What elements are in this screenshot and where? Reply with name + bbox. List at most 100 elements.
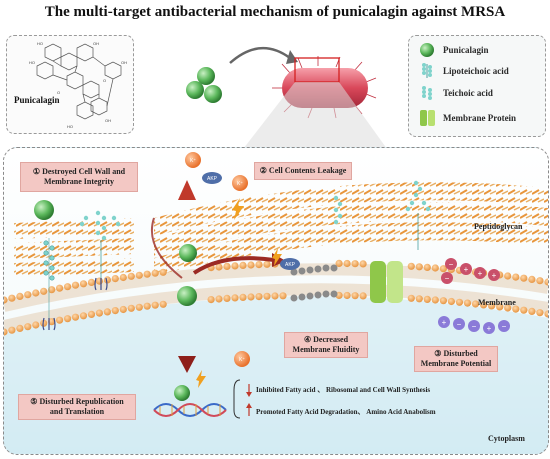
lipid-head [407, 262, 415, 270]
lipid-head [431, 296, 439, 304]
svg-text:−: − [449, 260, 454, 269]
up-arrow-icon [246, 403, 252, 416]
lipid-head [351, 260, 359, 268]
lipid-head [135, 303, 143, 311]
potassium-ion-icon [185, 152, 201, 168]
punicalagin-sphere-icon [197, 67, 215, 85]
lipid-head [423, 295, 431, 303]
lipid-head [71, 313, 80, 321]
lipid-head [4, 328, 8, 336]
lipid-head [71, 281, 80, 289]
lipid-head [32, 321, 40, 329]
potassium-ion-icon [232, 175, 248, 191]
lipid-head [536, 277, 544, 285]
green-sphere-icon [420, 43, 434, 57]
dna-helix-icon [153, 403, 227, 417]
lipid-head [271, 292, 279, 300]
lipid-head [159, 300, 167, 308]
lipid-head [48, 318, 56, 326]
ion-label: K⁺ [239, 357, 245, 363]
lipid-head [439, 297, 447, 305]
svg-text:OH: OH [93, 41, 99, 46]
svg-text:+: + [464, 265, 469, 274]
teichoic-acid-icon [422, 86, 432, 100]
membrane-label: Membrane [478, 298, 516, 307]
lipid-head [215, 263, 223, 271]
promoted-effect: Promoted Fatty Acid Degradation、 Amino A… [256, 408, 436, 416]
svg-text:−: − [472, 322, 477, 331]
lipid-head [48, 286, 56, 294]
svg-text:O: O [57, 90, 60, 95]
lipid-head [343, 291, 351, 300]
lipid-head [431, 264, 439, 272]
lipid-head [223, 294, 231, 302]
lipid-head [8, 294, 16, 302]
lipid-head [351, 292, 359, 300]
lipid-head [151, 301, 159, 309]
svg-text:OH: OH [121, 60, 127, 65]
mechanism-2-line1: ② Cell Contents Leakage [259, 166, 347, 175]
lipid-head [119, 273, 127, 282]
lipid-head [247, 293, 255, 301]
punicalagin-sphere-icon [177, 286, 197, 306]
lightning-icon [196, 198, 282, 388]
lipid-head [151, 269, 159, 277]
lipid-head [103, 308, 111, 316]
lipid-head [359, 260, 367, 268]
svg-text:+: + [492, 271, 497, 280]
lipid-head [343, 259, 351, 268]
lipid-head [544, 310, 548, 318]
lipid-head [56, 284, 64, 292]
lipid-head [239, 261, 247, 269]
lipid-head [8, 326, 16, 334]
mechanism-3-tag: ③ Disturbed Membrane Potential [414, 346, 498, 372]
lipid-head [480, 301, 488, 309]
lipid-head [79, 312, 88, 320]
lipid-head [407, 294, 415, 302]
lipid-head [423, 263, 431, 271]
lipid-head [24, 323, 32, 331]
mechanism-4-tag: ④ Decreased Membrane Fluidity [284, 332, 368, 358]
membrane-protein-icon [420, 110, 435, 126]
lipid-head [87, 310, 96, 318]
lipid-head [520, 274, 528, 282]
teichoic-acid-icon [333, 180, 431, 250]
lipid-head [239, 293, 247, 301]
lipid-head [87, 278, 96, 286]
brace-icon [233, 379, 241, 419]
mechanism-5-line2: and Translation [49, 407, 105, 416]
svg-text:−: − [457, 320, 462, 329]
lipid-head [95, 309, 103, 317]
legend-label: Membrane Protein [443, 113, 517, 123]
lipid-head [64, 283, 72, 291]
lipid-head [64, 315, 72, 323]
lipid-head [95, 277, 103, 285]
lipid-head [207, 296, 215, 304]
membrane-protein-icon [370, 261, 403, 303]
lipid-head [111, 307, 119, 315]
membrane-bilayer [4, 263, 548, 332]
lipid-head [247, 261, 255, 269]
lipid-head [463, 299, 472, 307]
lipid-head [127, 304, 135, 312]
lipid-head [455, 298, 464, 306]
svg-text:HO: HO [29, 60, 35, 65]
mechanism-4-line1: ④ Decreased [303, 335, 349, 344]
diagram-title: The multi-target antibacterial mechanism… [44, 4, 506, 20]
mechanism-1-tag: ① Destroyed Cell Wall and Membrane Integ… [20, 162, 138, 192]
lipoteichoic-acid-icon [422, 63, 432, 78]
lipid-head [496, 303, 504, 311]
lipid-head [40, 287, 48, 295]
lipid-head [512, 273, 520, 281]
mechanism-2-tag: ② Cell Contents Leakage [254, 162, 352, 180]
lipid-head [439, 265, 447, 273]
legend-label: Punicalagin [443, 45, 489, 55]
lipid-head [127, 272, 135, 280]
lipid-head [488, 302, 496, 310]
punicalagin-sphere-icon [204, 85, 222, 103]
punicalagin-sphere-icon [174, 385, 190, 401]
top-illustration [186, 46, 390, 153]
lipid-head [471, 300, 480, 308]
